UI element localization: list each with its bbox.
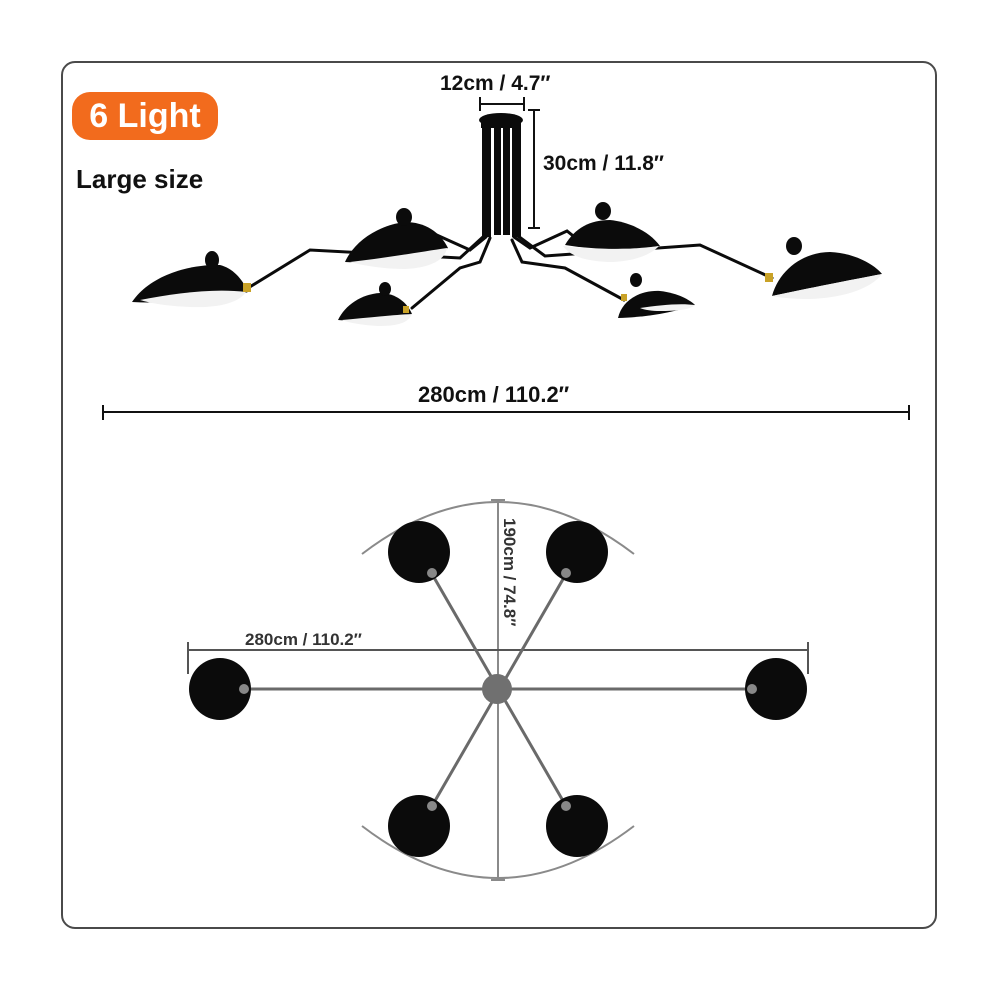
size-label: Large size (76, 164, 204, 194)
stem-height-label: 30cm / 11.8″ (543, 152, 664, 175)
top-view-shades (189, 521, 807, 857)
total-width-label: 280cm / 110.2″ (418, 382, 570, 407)
shade-far-left (132, 251, 251, 308)
side-view-shades (132, 202, 882, 326)
shade-right-upper (563, 202, 660, 262)
width-dimension-top (187, 642, 809, 674)
canopy-width-dimension (479, 97, 525, 111)
light-count-badge: 6 Light (72, 92, 218, 140)
center-hub (482, 674, 512, 704)
shade-left-small (338, 282, 412, 326)
shade-top-left (189, 658, 251, 720)
stem-height-dimension (528, 109, 540, 229)
shade-top-upper-left (388, 521, 450, 583)
shade-top-lower-left (388, 795, 450, 857)
ceiling-canopy (479, 113, 523, 237)
shade-top-lower-right (546, 795, 608, 857)
total-width-dimension (102, 405, 910, 420)
shade-top-upper-right (546, 521, 608, 583)
product-frame (61, 61, 937, 929)
shade-top-right (745, 658, 807, 720)
shade-far-right (765, 237, 882, 299)
shade-left-upper (345, 208, 448, 269)
depth-label: 190cm / 74.8″ (500, 518, 519, 626)
shade-right-small (618, 273, 695, 318)
canopy-width-label: 12cm / 4.7″ (440, 72, 551, 95)
lamp-arms (246, 229, 774, 310)
top-view-width-label: 280cm / 110.2″ (245, 630, 362, 649)
